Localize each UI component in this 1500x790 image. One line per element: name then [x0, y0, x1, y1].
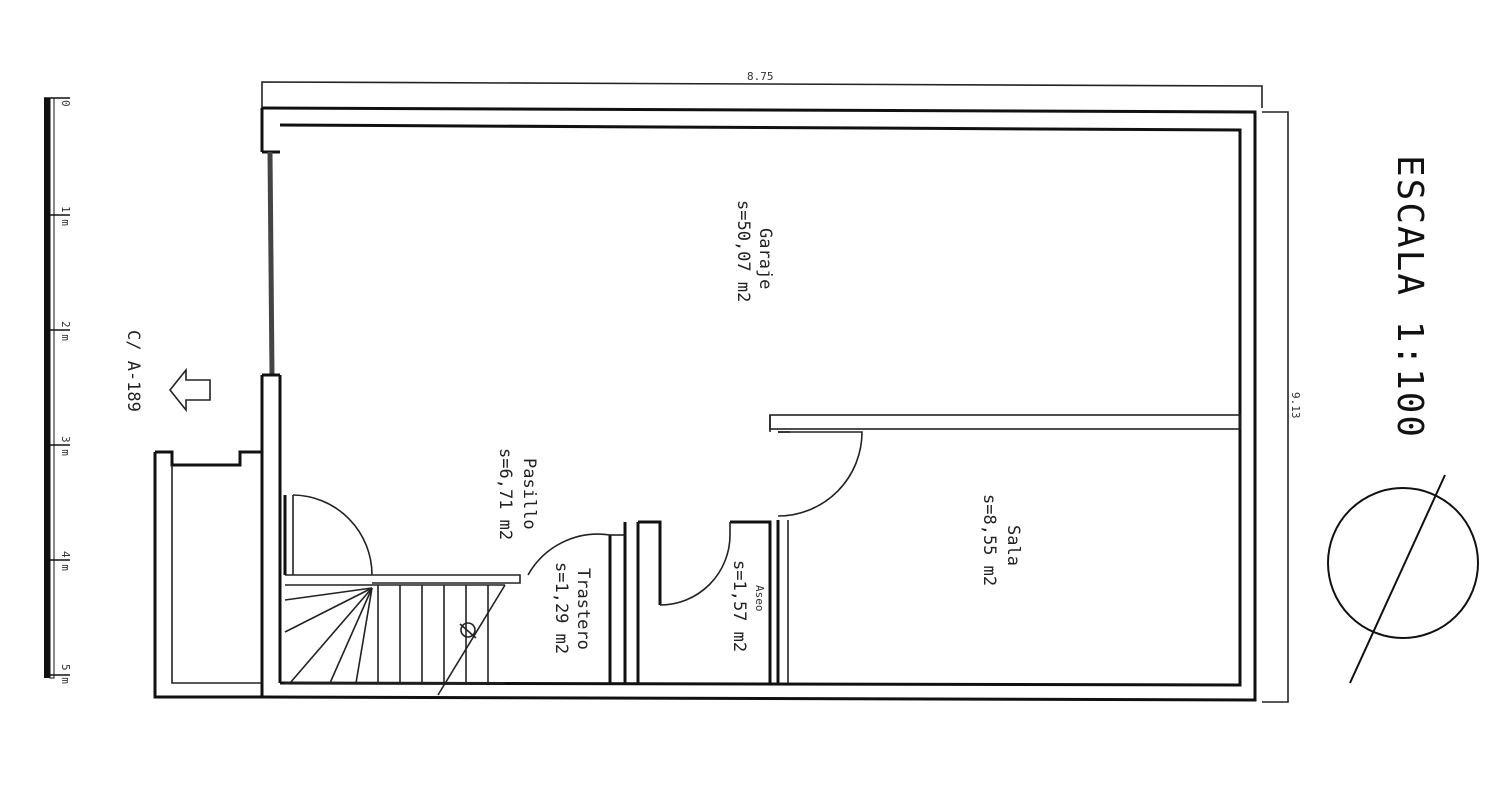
- dimension-lines: 8.75 9.13: [261, 70, 1302, 703]
- room-area-sala: s=8,55 m2: [979, 494, 999, 586]
- scale-tick-0: 0: [59, 100, 72, 107]
- scale-tick-4: 4 m: [59, 551, 72, 571]
- scale-tick-5: 5 m: [59, 664, 72, 684]
- room-area-pasillo: s=6,71 m2: [495, 448, 515, 540]
- depth-dimension: 9.13: [1289, 392, 1302, 419]
- room-area-aseo: s=1,57 m2: [729, 560, 749, 652]
- scale-tick-3: 3 m: [59, 436, 72, 456]
- width-dimension: 8.75: [747, 70, 774, 83]
- scale-title: ESCALA 1:100: [1389, 155, 1430, 439]
- scale-tick-1: 1 m: [59, 206, 72, 226]
- staircase: [284, 584, 506, 696]
- interior-walls: [283, 414, 1241, 683]
- entrance-arrow-icon: [168, 367, 211, 413]
- room-name-sala: Sala: [1003, 525, 1023, 566]
- room-area-trastero: s=1,29 m2: [551, 562, 571, 654]
- scale-bar: 0 1 m 2 m 3 m 4 m 5 m: [44, 97, 72, 684]
- scale-tick-2: 2 m: [59, 321, 72, 341]
- room-name-garaje: Garaje: [755, 228, 775, 289]
- room-area-garaje: s=50,07 m2: [733, 200, 753, 302]
- side-annex: [153, 450, 262, 699]
- room-name-aseo: Aseo: [753, 585, 766, 612]
- street-label: C/ A-189: [123, 330, 143, 412]
- north-arrow-icon: [1327, 474, 1479, 684]
- exterior-walls: [260, 106, 1257, 702]
- room-name-trastero: Trastero: [573, 568, 593, 650]
- doors: [292, 431, 863, 606]
- room-name-pasillo: Pasillo: [519, 458, 539, 530]
